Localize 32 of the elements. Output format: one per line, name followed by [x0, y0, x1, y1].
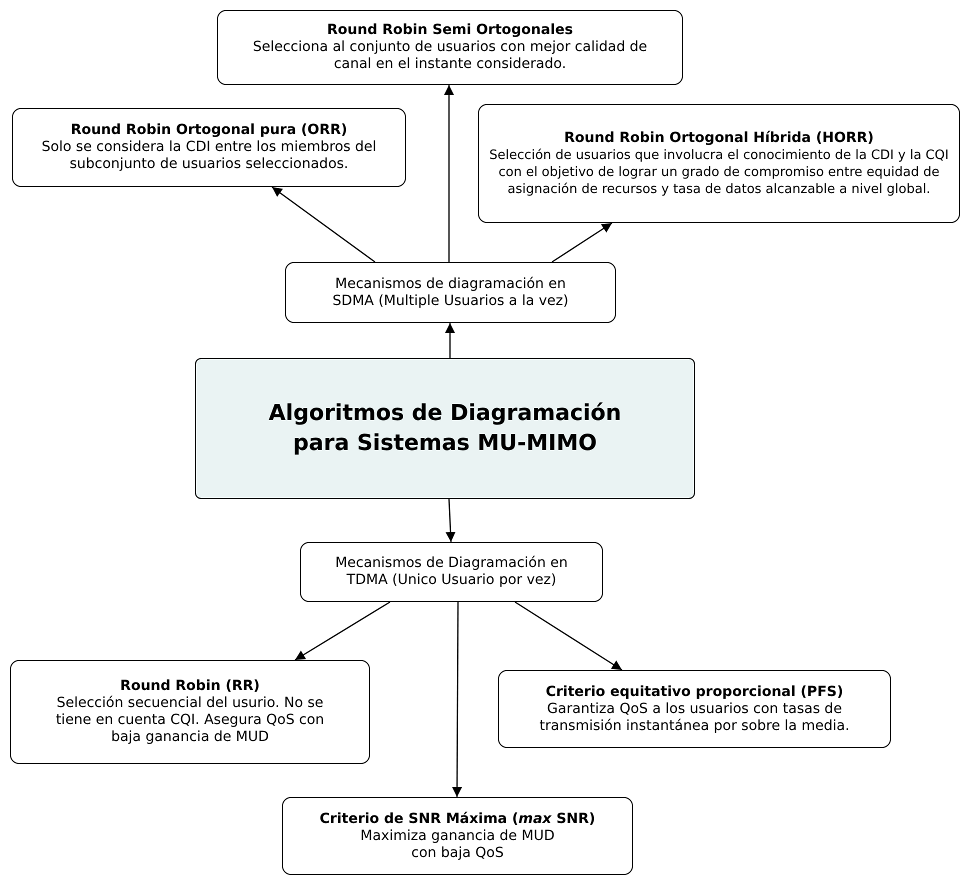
arrow — [445, 323, 455, 358]
box-heading: Round Robin Ortogonal Híbrida (HORR) — [564, 130, 874, 146]
box-heading: Criterio equitativo proporcional (PFS) — [546, 684, 844, 700]
process-box — [478, 104, 960, 223]
box-label: Mecanismos de Diagramación en TDMA (Unico Usuario por vez) — [334, 555, 569, 589]
box-heading: Round Robin (RR) — [120, 678, 260, 695]
process-box — [300, 542, 603, 602]
process-box — [498, 670, 891, 748]
arrow — [514, 601, 622, 671]
box-label: Algoritmos de Diagramación para Sistemas MU-MIMO — [268, 400, 622, 458]
box-description: Garantiza QoS a los usuarios con tasas de transmisión instantánea por sobre la media. — [538, 700, 851, 734]
arrow — [294, 601, 390, 661]
box-heading: Round Robin Ortogonal pura (ORR) — [70, 122, 348, 139]
box-description: Selección secuencial del usurio. No se tiene en cuenta CQI. Asegura QoS con baja ganancia de MUD — [54, 695, 326, 746]
process-box — [10, 660, 370, 764]
box-label: Mecanismos de diagramación en SDMA (Multiple Usuarios a la vez) — [332, 276, 570, 310]
process-box — [12, 108, 406, 187]
arrow — [552, 222, 612, 263]
arrow — [444, 85, 454, 262]
box-description: Selecciona al conjunto de usuarios con mejor calidad de canal en el instante considerado. — [252, 39, 648, 73]
box-description: Maximiza ganancia de MUD con baja QoS — [359, 828, 556, 862]
process-box — [285, 262, 616, 323]
title-box — [195, 358, 695, 499]
box-description: Solo se considera la CDI entre los miembros del subconjunto de usuarios seleccionados. — [40, 139, 378, 173]
arrow — [452, 602, 462, 797]
box-heading: Criterio de SNR Máxima (max SNR) — [320, 810, 596, 828]
process-box — [282, 797, 633, 875]
arrow — [446, 498, 456, 542]
box-heading: Round Robin Semi Ortogonales — [327, 22, 573, 39]
process-box — [217, 10, 683, 85]
arrow — [272, 186, 376, 263]
box-description: Selección de usuarios que involucra el conocimiento de la CDI y la CQI con el objetivo de lograr un grado de compromiso entre equidad de asignación de recursos y tasa de datos alcanzable a nivel global. — [488, 146, 950, 198]
